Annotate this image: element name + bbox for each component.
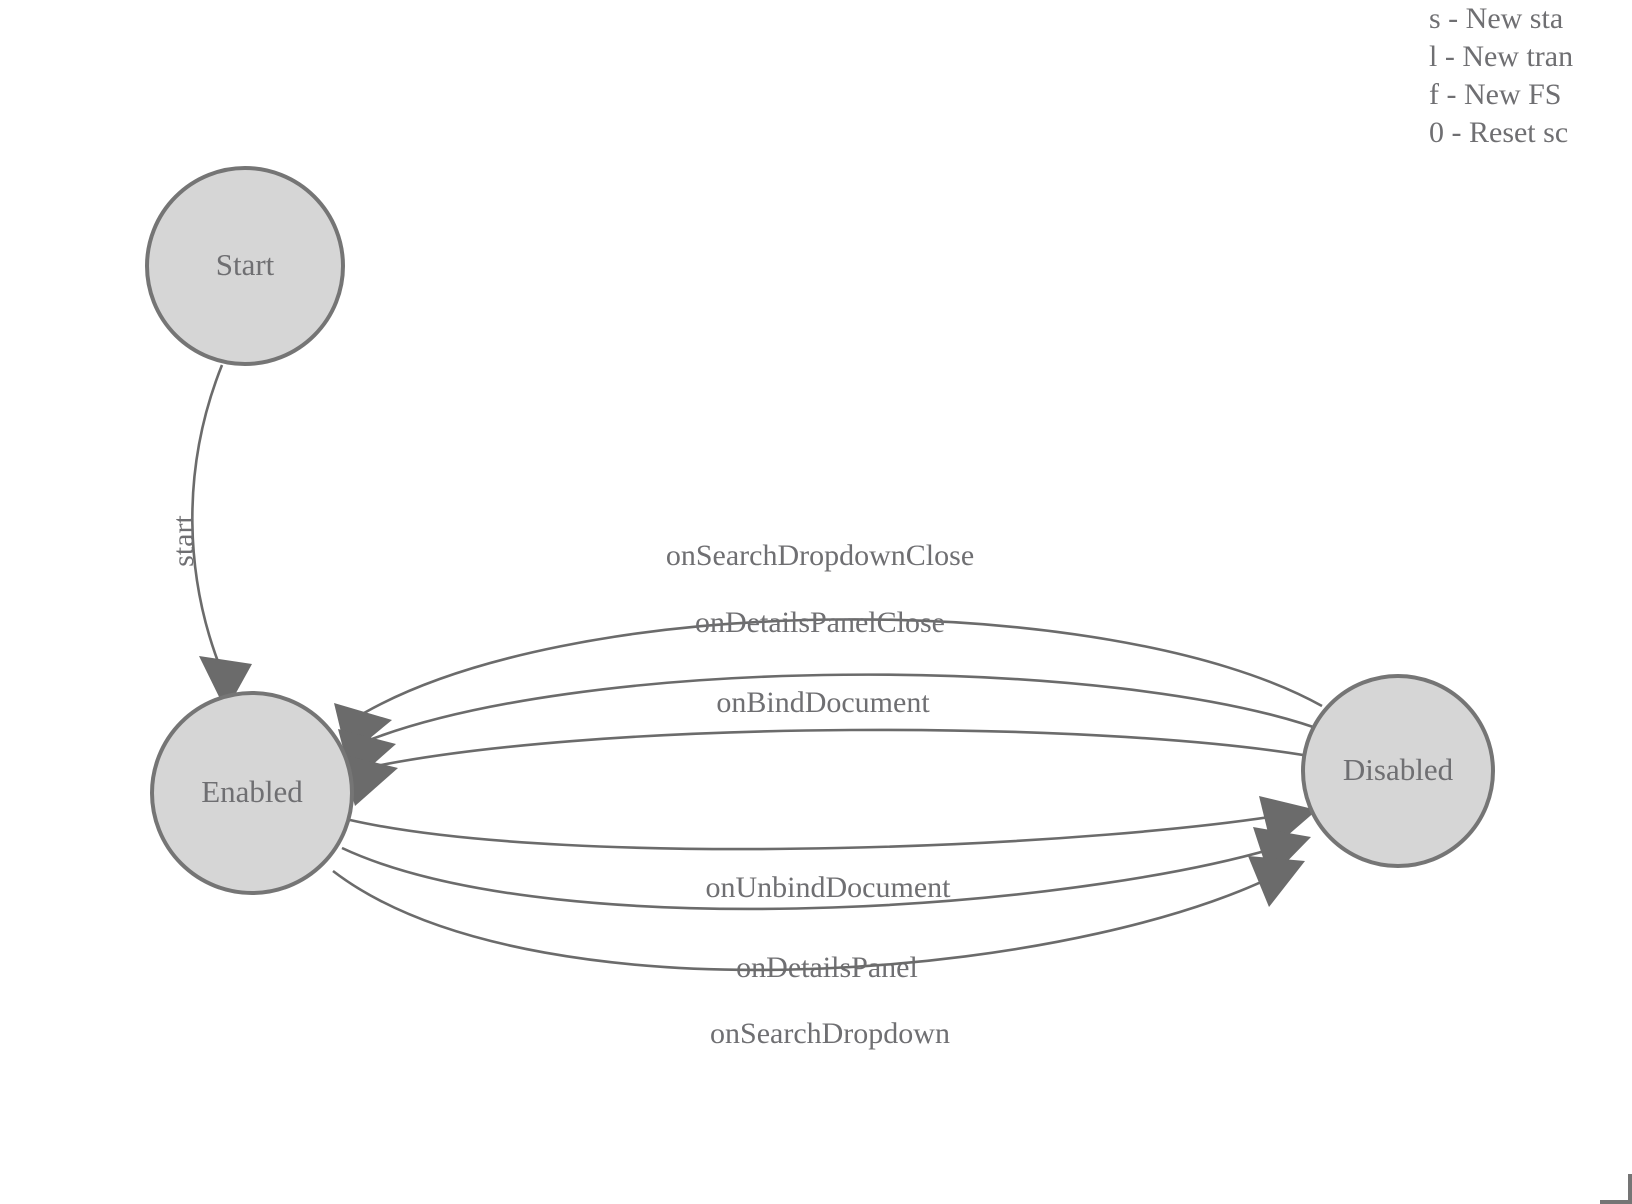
transition-label-start: start bbox=[167, 515, 200, 567]
state-label-disabled: Disabled bbox=[1343, 752, 1454, 787]
arrowhead-onbinddocument bbox=[340, 754, 398, 806]
transition-path-onsearchdropdownclose[interactable] bbox=[348, 618, 1323, 724]
arrowhead-start-to-enabled bbox=[199, 656, 252, 711]
transition-ondetailspanel[interactable]: onDetailsPanel bbox=[341, 827, 1311, 984]
state-label-enabled: Enabled bbox=[201, 774, 303, 809]
transition-start-to-enabled[interactable]: start bbox=[167, 364, 252, 711]
transition-path-onbinddocument[interactable] bbox=[352, 728, 1337, 773]
transition-onsearchdropdownclose[interactable]: onSearchDropdownClose bbox=[334, 539, 1323, 757]
transition-path-start[interactable] bbox=[191, 364, 224, 673]
resize-corner-vertical bbox=[1628, 1174, 1632, 1204]
state-circle-start[interactable] bbox=[145, 166, 345, 366]
transition-path-ondetailspanelclose[interactable] bbox=[351, 673, 1331, 749]
transition-label-onsearchdropdownclose: onSearchDropdownClose bbox=[666, 539, 974, 572]
resize-corner-handle[interactable] bbox=[1600, 1174, 1632, 1204]
state-label-start: Start bbox=[216, 247, 275, 282]
state-node-enabled[interactable]: Enabled bbox=[150, 691, 354, 895]
transition-label-ondetailspanelclose: onDetailsPanelClose bbox=[695, 606, 945, 639]
state-node-disabled[interactable]: Disabled bbox=[1301, 674, 1495, 868]
state-circle-disabled[interactable] bbox=[1301, 674, 1495, 868]
state-circle-enabled[interactable] bbox=[150, 691, 354, 895]
transition-onsearchdropdown[interactable]: onSearchDropdown bbox=[332, 856, 1305, 1050]
transition-path-onunbinddocument[interactable] bbox=[349, 808, 1313, 851]
transition-path-onsearchdropdown[interactable] bbox=[332, 860, 1301, 972]
transition-label-onbinddocument: onBindDocument bbox=[716, 686, 930, 719]
transition-label-onunbinddocument: onUnbindDocument bbox=[706, 871, 952, 904]
state-node-start[interactable]: Start bbox=[145, 166, 345, 366]
transition-path-ondetailspanel[interactable] bbox=[341, 836, 1307, 911]
transition-label-onsearchdropdown: onSearchDropdown bbox=[710, 1017, 950, 1050]
transition-onbinddocument[interactable]: onBindDocument bbox=[340, 686, 1337, 806]
arrowhead-onsearchdropdown bbox=[1248, 856, 1305, 907]
transition-onunbinddocument[interactable]: onUnbindDocument bbox=[349, 796, 1317, 904]
resize-corner-horizontal bbox=[1600, 1200, 1632, 1204]
